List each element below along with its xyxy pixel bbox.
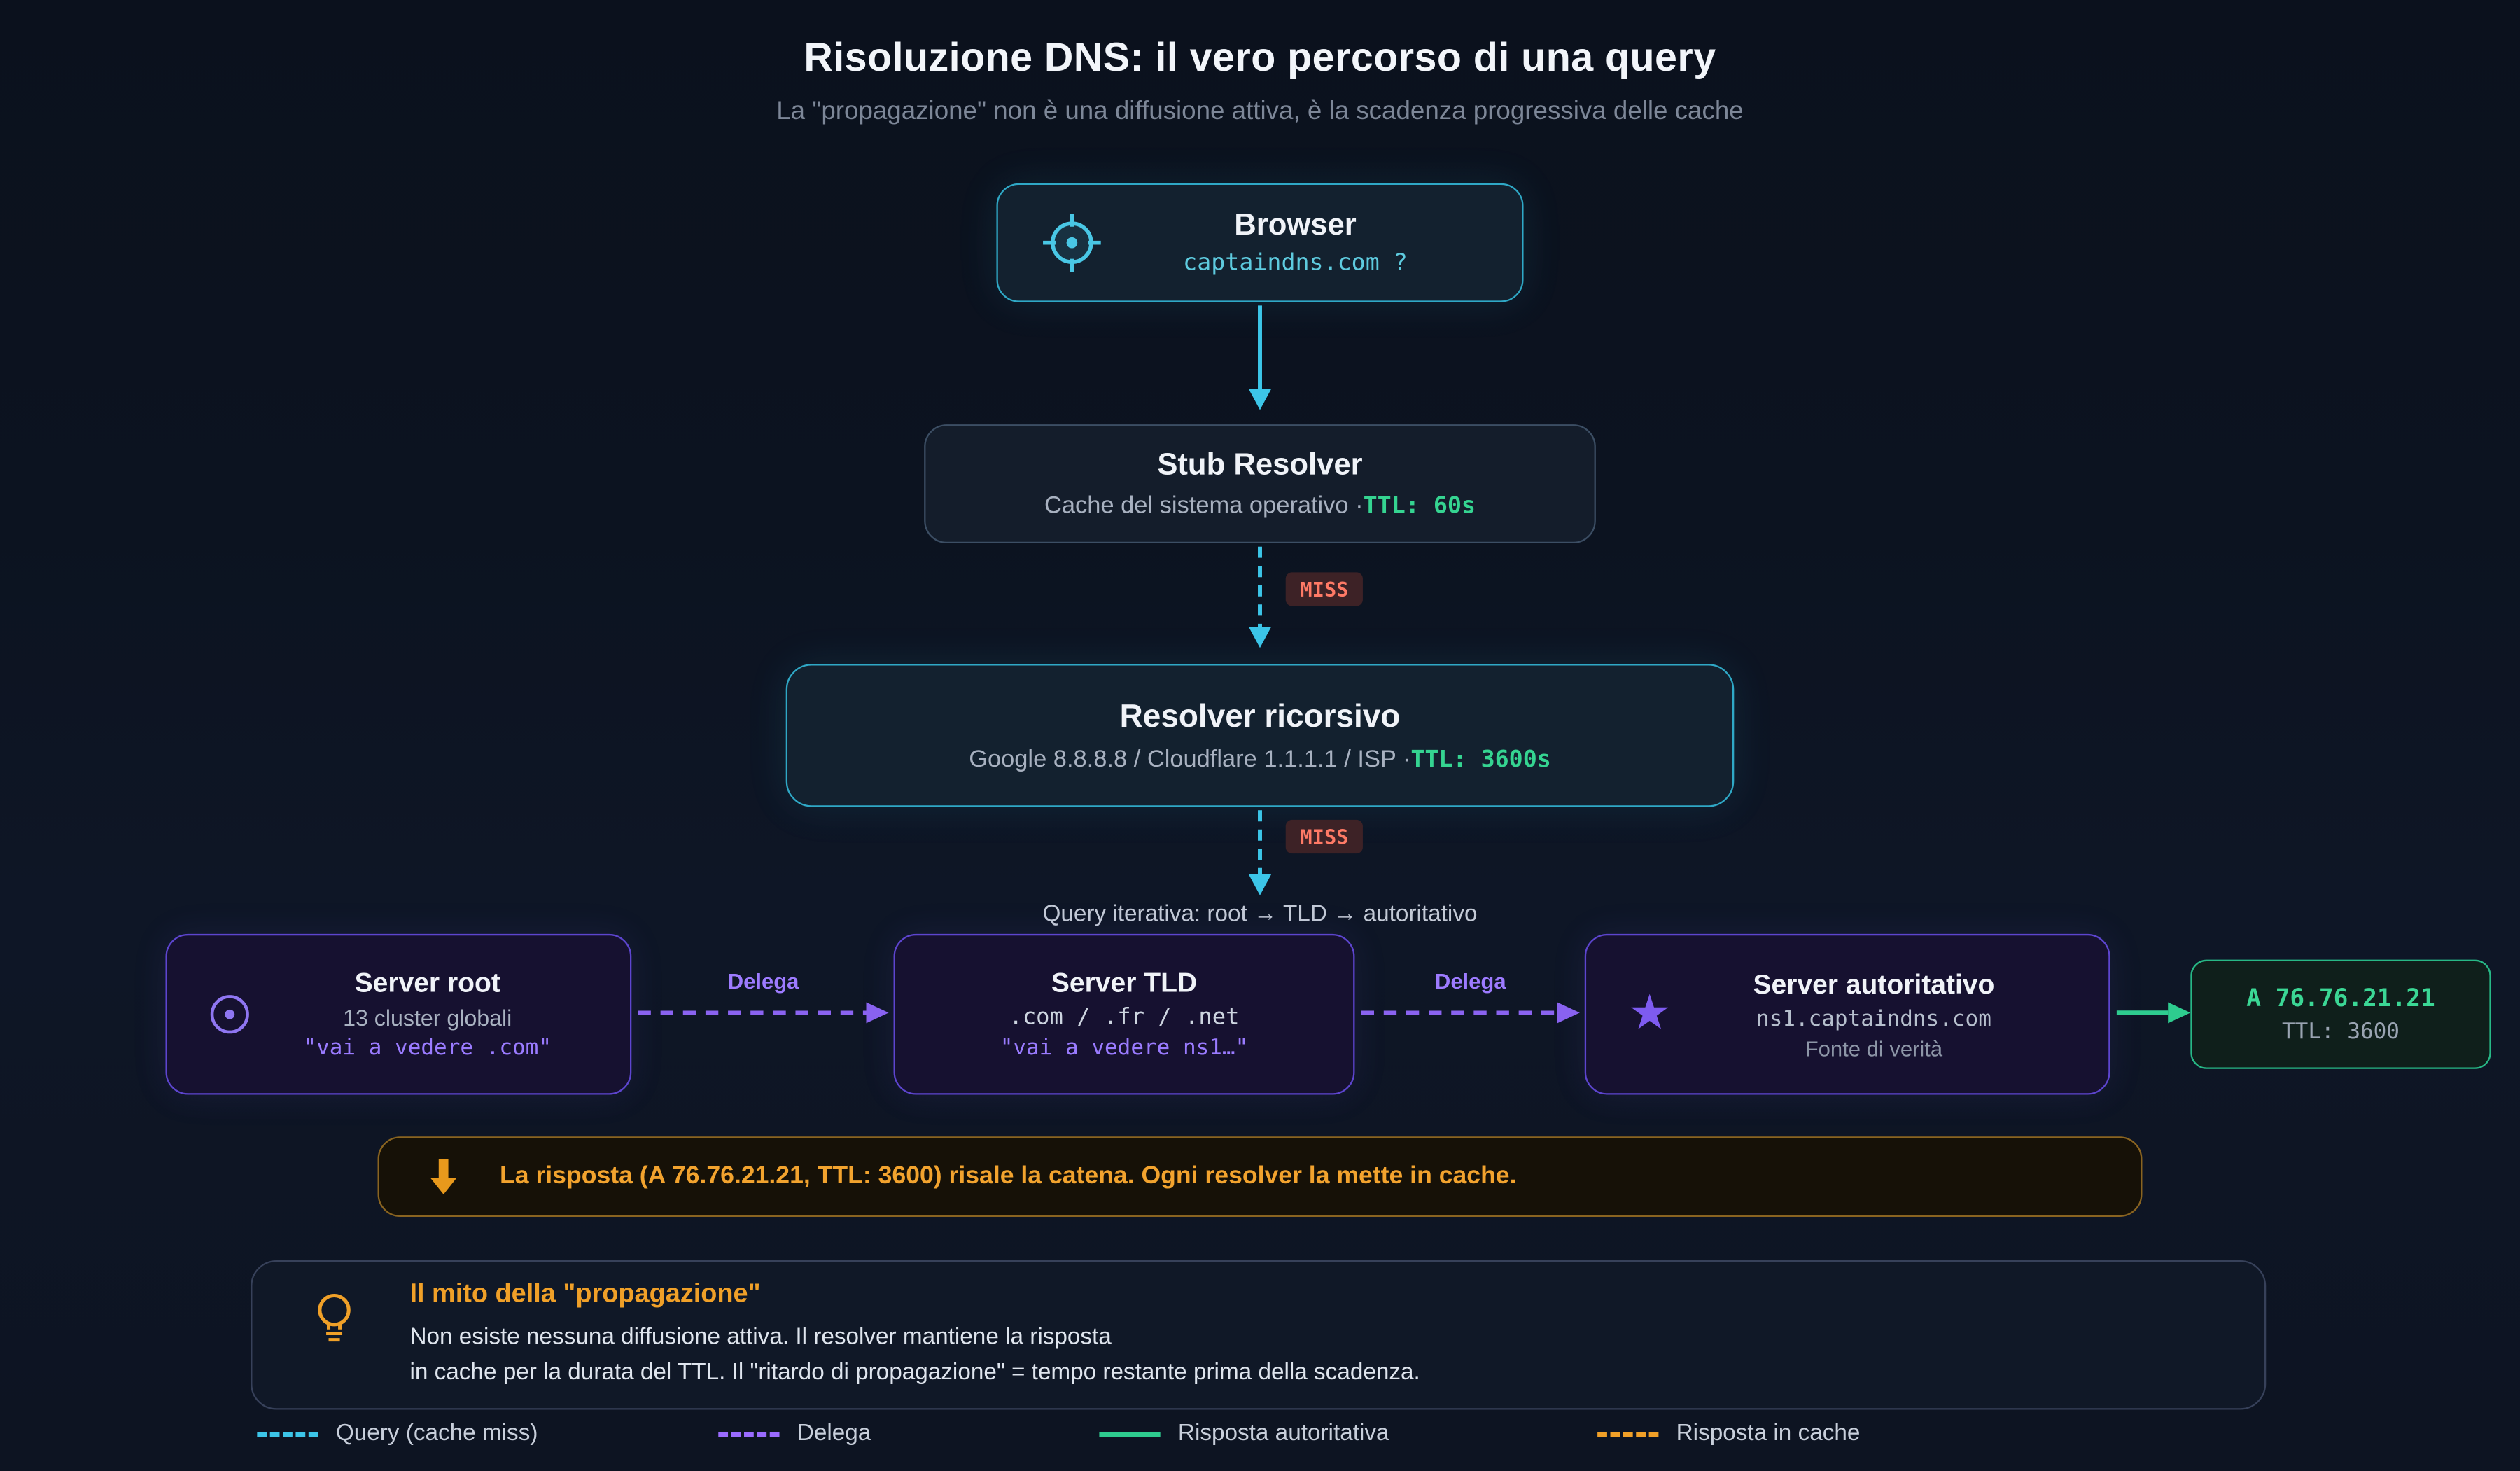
tld-title: Server TLD: [1051, 968, 1198, 998]
callout-text: La risposta (A 76.76.21.21, TTL: 3600) r…: [500, 1162, 1517, 1190]
legend-item-query: Query (cache miss): [257, 1421, 538, 1447]
root-circle-icon: [206, 990, 254, 1038]
auth-line1: ns1.captaindns.com: [1756, 1005, 1991, 1031]
query-arrow-browser-stub: [1248, 305, 1272, 410]
browser-query: captaindns.com ?: [1183, 251, 1408, 277]
myth-title: Il mito della "propagazione": [410, 1279, 761, 1309]
answer-record: A 76.76.21.21: [2246, 984, 2435, 1013]
stub-resolver-node: Stub Resolver Cache del sistema operativ…: [924, 424, 1596, 544]
root-title: Server root: [354, 968, 500, 998]
root-line1: 13 cluster globali: [343, 1004, 512, 1031]
miss-badge-stub: MISS: [1285, 572, 1364, 606]
recursive-ttl: TTL: 3600s: [1410, 746, 1551, 773]
delega-label-2: Delega: [1434, 969, 1506, 994]
legend-line-solid-green: [1099, 1431, 1161, 1437]
tld-server-node: Server TLD .com / .fr / .net "vai a vede…: [893, 933, 1355, 1095]
legend-label-query: Query (cache miss): [335, 1421, 538, 1447]
delega-arrow-root-tld: [638, 1002, 889, 1024]
down-arrow-icon: [428, 1158, 460, 1195]
delega-arrow-tld-auth: [1361, 1002, 1580, 1024]
page-title: Risoluzione DNS: il vero percorso di una…: [804, 35, 1716, 81]
recursive-desc: Google 8.8.8.8 / Cloudflare 1.1.1.1 / IS…: [969, 745, 1411, 773]
legend-item-cached: Risposta in cache: [1597, 1421, 1861, 1447]
lightbulb-icon: [310, 1291, 358, 1346]
query-arrow-recursive-iterative: [1248, 810, 1272, 895]
legend-line-dashed-orange: [1597, 1431, 1659, 1437]
target-icon: [1037, 207, 1107, 278]
delega-label-1: Delega: [727, 969, 799, 994]
legend-item-authoritative: Risposta autoritativa: [1099, 1421, 1390, 1447]
answer-record-box: A 76.76.21.21 TTL: 3600: [2190, 959, 2491, 1069]
recursive-title: Resolver ricorsivo: [1119, 698, 1401, 734]
browser-node: Browser captaindns.com ?: [996, 183, 1524, 302]
propagation-myth-box: Il mito della "propagazione" Non esiste …: [251, 1260, 2267, 1410]
legend-label-cached: Risposta in cache: [1676, 1421, 1861, 1447]
root-server-node: Server root 13 cluster globali "vai a ve…: [165, 933, 632, 1095]
myth-line1: Non esiste nessuna diffusione attiva. Il…: [410, 1324, 1112, 1351]
legend-line-dashed-cyan: [257, 1431, 318, 1437]
authoritative-server-node: ★ Server autoritativo ns1.captaindns.com…: [1584, 933, 2110, 1095]
authoritative-answer-arrow: [2116, 1002, 2191, 1024]
browser-title: Browser: [1234, 209, 1357, 243]
page-subtitle: La "propagazione" non è una diffusione a…: [776, 98, 1744, 126]
iterative-query-label: Query iterativa: root → TLD → autoritati…: [1042, 902, 1478, 928]
legend-label-delega: Delega: [797, 1421, 872, 1447]
legend-item-delega: Delega: [718, 1421, 872, 1447]
tld-line2: "vai a vedere ns1…": [1000, 1035, 1249, 1061]
legend-label-authoritative: Risposta autoritativa: [1177, 1421, 1390, 1447]
stub-ttl: TTL: 60s: [1363, 493, 1476, 520]
cache-callout: La risposta (A 76.76.21.21, TTL: 3600) r…: [377, 1136, 2143, 1218]
myth-line2: in cache per la durata del TTL. Il "rita…: [410, 1360, 1420, 1386]
stub-title: Stub Resolver: [1157, 448, 1363, 482]
recursive-resolver-node: Resolver ricorsivo Google 8.8.8.8 / Clou…: [785, 664, 1735, 807]
root-line2: "vai a vedere .com": [303, 1035, 552, 1061]
miss-badge-recursive: MISS: [1285, 819, 1364, 854]
auth-title: Server autoritativo: [1753, 968, 1995, 999]
stub-desc: Cache del sistema operativo ·: [1044, 492, 1364, 520]
star-icon: ★: [1628, 987, 1672, 1040]
auth-line2: Fonte di verità: [1805, 1036, 1943, 1061]
query-arrow-stub-recursive: [1248, 546, 1272, 648]
legend-line-dashed-purple: [718, 1431, 780, 1437]
tld-line1: .com / .fr / .net: [1009, 1004, 1240, 1031]
answer-ttl: TTL: 3600: [2282, 1019, 2400, 1045]
